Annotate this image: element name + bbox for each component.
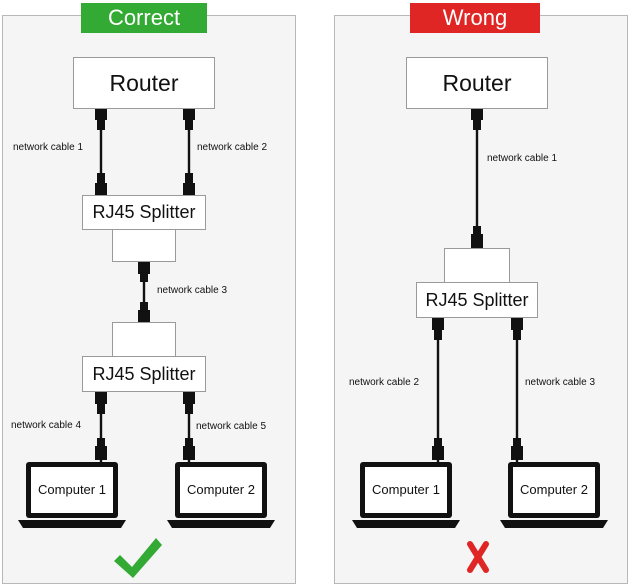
plug: [138, 310, 150, 322]
cable-label: network cable 1: [487, 153, 558, 164]
plug-boot: [97, 173, 105, 183]
plug: [138, 262, 150, 274]
check-icon: [114, 538, 162, 578]
plug-boot: [473, 120, 481, 130]
plug: [432, 446, 444, 460]
cable-label: network cable 5: [196, 421, 267, 432]
plug: [471, 108, 483, 120]
plug-boot: [140, 302, 148, 310]
plug-boot: [97, 438, 105, 446]
computer-label: Computer 1: [38, 482, 106, 497]
laptop-icon: [500, 462, 608, 528]
plug: [183, 392, 195, 404]
plug-boot: [185, 173, 193, 183]
splitter-box: RJ45 Splitter: [416, 282, 538, 318]
computer-label: Computer 1: [372, 482, 440, 497]
splitter-box: RJ45 Splitter: [82, 195, 206, 230]
plug: [95, 108, 107, 120]
splitter-box: [444, 248, 510, 284]
plug: [511, 318, 523, 330]
plug-boot: [97, 404, 105, 414]
plug: [511, 446, 523, 460]
cable-label: network cable 3: [525, 377, 596, 388]
plug-boot: [97, 120, 105, 130]
correct-badge: Correct: [81, 3, 207, 33]
splitter-box: RJ45 Splitter: [82, 356, 206, 392]
plug: [95, 183, 107, 195]
splitter-box: [112, 226, 176, 262]
splitter-box: [112, 322, 176, 358]
plug-boot: [513, 438, 521, 446]
plug: [183, 446, 195, 460]
plug-boot: [185, 404, 193, 414]
cable-label: network cable 3: [157, 285, 228, 296]
plug-boot: [434, 330, 442, 340]
cable-label: network cable 1: [13, 142, 84, 153]
plug-boot: [434, 438, 442, 446]
plug-boot: [185, 120, 193, 130]
laptop-icon: [167, 462, 275, 528]
plug: [183, 108, 195, 120]
plug-boot: [185, 438, 193, 446]
plug: [95, 392, 107, 404]
laptop-icon: [18, 462, 126, 528]
laptop-icon: [352, 462, 460, 528]
cable-label: network cable 4: [11, 420, 82, 431]
cable-label: network cable 2: [349, 377, 420, 388]
plug-boot: [473, 226, 481, 234]
plug: [95, 446, 107, 460]
wrong-badge: Wrong: [410, 3, 540, 33]
cross-icon: [467, 541, 489, 573]
plug-boot: [513, 330, 521, 340]
computer-label: Computer 2: [187, 482, 255, 497]
router-box: Router: [73, 57, 215, 109]
computer-label: Computer 2: [520, 482, 588, 497]
router-box: Router: [406, 57, 548, 109]
plug: [432, 318, 444, 330]
cable-label: network cable 2: [197, 142, 268, 153]
plug: [471, 234, 483, 248]
plug: [183, 183, 195, 195]
plug-boot: [140, 274, 148, 282]
